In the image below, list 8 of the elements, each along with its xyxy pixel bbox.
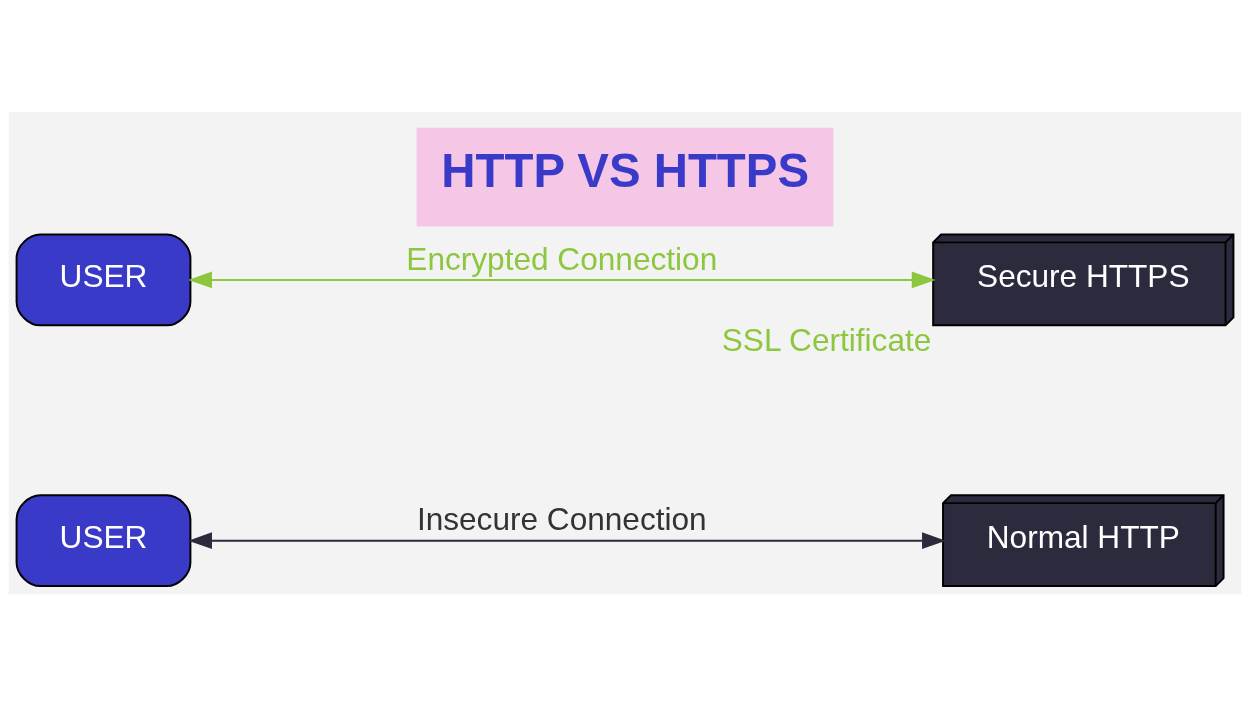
arrow	[188, 531, 946, 549]
node-label: SSL Certificate	[721, 321, 932, 358]
edge-label: Encrypted Connection	[406, 240, 718, 277]
node-box: USER	[15, 233, 192, 326]
arrow	[188, 271, 936, 288]
node-box: USER	[15, 493, 192, 587]
diagram-title: HTTP VS HTTPS	[441, 143, 810, 197]
edge-label: Insecure Connection	[416, 500, 707, 537]
